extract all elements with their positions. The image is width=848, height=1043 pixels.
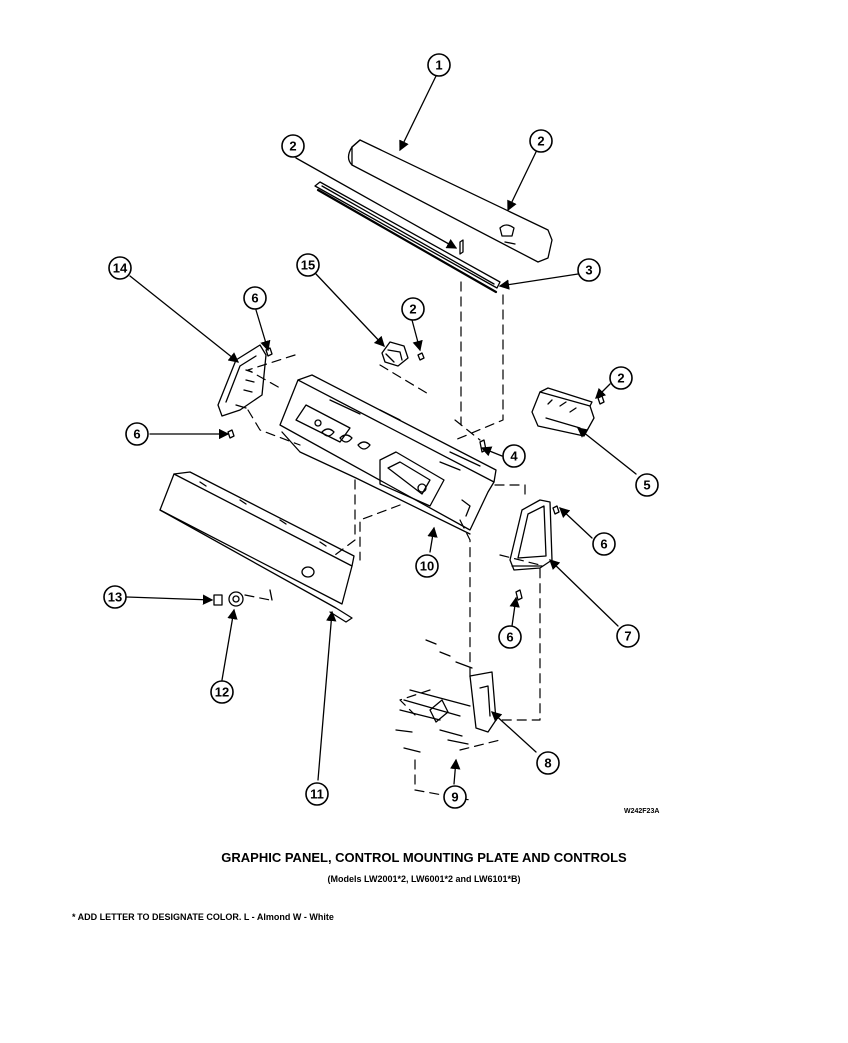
diagram-title: GRAPHIC PANEL, CONTROL MOUNTING PLATE AN… (221, 850, 627, 865)
callout-number: 9 (451, 790, 458, 805)
callout-circle (305, 782, 329, 806)
callout-number: 2 (537, 134, 544, 149)
screws (227, 239, 605, 601)
callout-circle (415, 554, 439, 578)
part-11-graphic-panel (159, 471, 355, 623)
callout-circle (536, 751, 560, 775)
callout-c2a: 2 (281, 134, 305, 158)
callout-circle (498, 625, 522, 649)
callout-c12: 12 (210, 680, 234, 704)
callout-circle (103, 585, 127, 609)
callout-c15: 15 (296, 253, 320, 277)
callout-number: 4 (510, 449, 518, 464)
callout-circle (635, 473, 659, 497)
callout-number: 2 (617, 371, 624, 386)
callout-circle (281, 134, 305, 158)
color-note: * ADD LETTER TO DESIGNATE COLOR. L - Alm… (72, 912, 334, 922)
callout-circle (502, 444, 526, 468)
callout-c6d: 6 (498, 625, 522, 649)
callout-number: 8 (544, 756, 551, 771)
callout-c1: 1 (427, 53, 451, 77)
part-3-trim-strip (314, 181, 501, 294)
callout-c8: 8 (536, 751, 560, 775)
part-5-timer-control (531, 387, 595, 437)
leader-lines (125, 75, 637, 785)
callout-c2b: 2 (529, 129, 553, 153)
callout-circle (108, 256, 132, 280)
callout-circle (296, 253, 320, 277)
callout-c3: 3 (577, 258, 601, 282)
callout-number: 6 (600, 537, 607, 552)
callout-circle (401, 297, 425, 321)
callout-number: 13 (108, 590, 122, 605)
callout-circle (616, 624, 640, 648)
callout-c6a: 6 (243, 286, 267, 310)
callout-c14: 14 (108, 256, 132, 280)
callout-number: 2 (409, 302, 416, 317)
callout-circle (609, 366, 633, 390)
callout-c2d: 2 (609, 366, 633, 390)
callout-number: 6 (251, 291, 258, 306)
part-14-left-end-cap (217, 344, 267, 417)
callout-circle (443, 785, 467, 809)
callout-c4: 4 (502, 444, 526, 468)
callout-circle (529, 129, 553, 153)
part-1-top-cover (347, 139, 553, 263)
callout-c5: 5 (635, 473, 659, 497)
callout-number: 1 (435, 58, 442, 73)
callout-c2c: 2 (401, 297, 425, 321)
callout-circle (427, 53, 451, 77)
callout-circle (243, 286, 267, 310)
callout-c9: 9 (443, 785, 467, 809)
callout-number: 3 (585, 263, 592, 278)
callout-c6b: 6 (125, 422, 149, 446)
part-12-13-fastener (213, 591, 244, 607)
callout-number: 6 (133, 427, 140, 442)
callout-number: 5 (643, 478, 650, 493)
callout-number: 12 (215, 685, 229, 700)
callout-number: 14 (113, 261, 128, 276)
part-7-right-end-cap (509, 499, 553, 571)
diagram-subtitle: (Models LW2001*2, LW6001*2 and LW6101*B) (327, 874, 521, 884)
part-15-knob (381, 341, 409, 367)
callout-number: 6 (506, 630, 513, 645)
part-10-control-mounting-plate (279, 374, 497, 535)
drawing-code: W242F23A (624, 808, 660, 815)
callout-c13: 13 (103, 585, 127, 609)
callout-number: 10 (420, 559, 434, 574)
callout-circle (577, 258, 601, 282)
callout-number: 15 (301, 258, 315, 273)
callout-c11: 11 (305, 782, 329, 806)
callout-number: 7 (624, 629, 631, 644)
callout-c7: 7 (616, 624, 640, 648)
callout-circle (125, 422, 149, 446)
callout-number: 11 (310, 787, 324, 802)
callout-circle (210, 680, 234, 704)
callout-number: 2 (289, 139, 296, 154)
callout-c10: 10 (415, 554, 439, 578)
part-8-9-lower-bracket (395, 639, 497, 753)
callout-c6c: 6 (592, 532, 616, 556)
callout-circle (592, 532, 616, 556)
